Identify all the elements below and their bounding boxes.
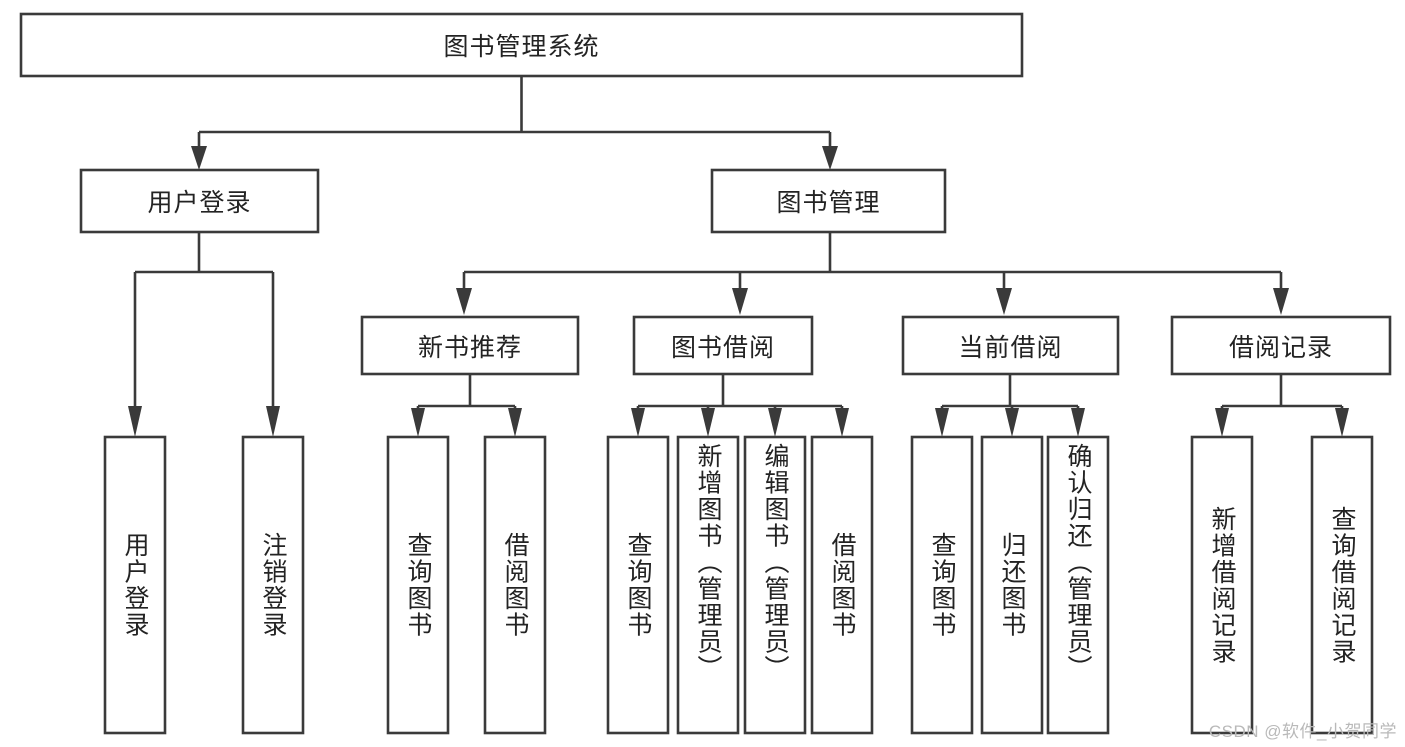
arrow-head-book-borrow bbox=[732, 288, 748, 315]
connector-group-user-login bbox=[128, 232, 280, 437]
arrow-head-current-borrow bbox=[996, 288, 1012, 315]
connector-group-root bbox=[191, 76, 838, 170]
arrow-head-leaf-cb-3 bbox=[1071, 408, 1085, 437]
arrow-head-user-login bbox=[191, 146, 207, 170]
connector-group-book-borrow bbox=[631, 374, 849, 437]
arrow-head-leaf-bb-1 bbox=[631, 408, 645, 437]
arrow-head-leaf-nb-1 bbox=[411, 408, 425, 437]
arrow-head-new-book bbox=[456, 288, 472, 315]
csdn-watermark: CSDN @软件_小贺同学 bbox=[1208, 722, 1397, 741]
node-user-login[interactable] bbox=[79, 168, 320, 234]
node-new-book-recommend[interactable] bbox=[360, 315, 580, 376]
arrow-head-leaf-bb-4 bbox=[835, 408, 849, 437]
leaf-book-borrow-1[interactable] bbox=[606, 435, 670, 735]
node-borrow-record[interactable] bbox=[1170, 315, 1392, 376]
leaf-current-borrow-1[interactable] bbox=[910, 435, 974, 735]
connector-group-borrow-record bbox=[1215, 374, 1349, 437]
leaf-user-login-1[interactable] bbox=[103, 435, 167, 735]
leaf-borrow-record-2[interactable] bbox=[1310, 435, 1374, 735]
leaf-book-borrow-4[interactable] bbox=[810, 435, 874, 735]
leaf-user-login-2[interactable] bbox=[241, 435, 305, 735]
leaf-current-borrow-3[interactable] bbox=[1046, 435, 1110, 735]
connector-group-book-mgmt bbox=[456, 232, 1289, 315]
arrow-head-leaf-br-2 bbox=[1335, 408, 1349, 437]
node-book-borrow[interactable] bbox=[632, 315, 814, 376]
arrow-head-leaf-logout bbox=[266, 406, 280, 437]
connector-group-current-borrow bbox=[935, 374, 1085, 437]
arrow-head-leaf-br-1 bbox=[1215, 408, 1229, 437]
leaf-new-book-1[interactable] bbox=[386, 435, 450, 735]
arrow-head-leaf-cb-2 bbox=[1005, 408, 1019, 437]
leaf-book-borrow-3[interactable] bbox=[743, 435, 807, 735]
leaf-borrow-record-1[interactable] bbox=[1190, 435, 1254, 735]
node-root[interactable] bbox=[19, 12, 1024, 78]
connector-group-new-book bbox=[411, 374, 522, 437]
leaf-book-borrow-2[interactable] bbox=[676, 435, 740, 735]
node-current-borrow[interactable] bbox=[901, 315, 1120, 376]
arrow-head-borrow-record bbox=[1273, 288, 1289, 315]
leaf-new-book-2[interactable] bbox=[483, 435, 547, 735]
arrow-head-leaf-cb-1 bbox=[935, 408, 949, 437]
node-book-management[interactable] bbox=[710, 168, 947, 234]
arrow-head-leaf-bb-2 bbox=[701, 408, 715, 437]
arrow-head-leaf-user-login bbox=[128, 406, 142, 437]
leaf-current-borrow-2[interactable] bbox=[980, 435, 1044, 735]
arrow-head-book-mgmt bbox=[822, 146, 838, 170]
arrow-head-leaf-bb-3 bbox=[768, 408, 782, 437]
arrow-head-leaf-nb-2 bbox=[508, 408, 522, 437]
